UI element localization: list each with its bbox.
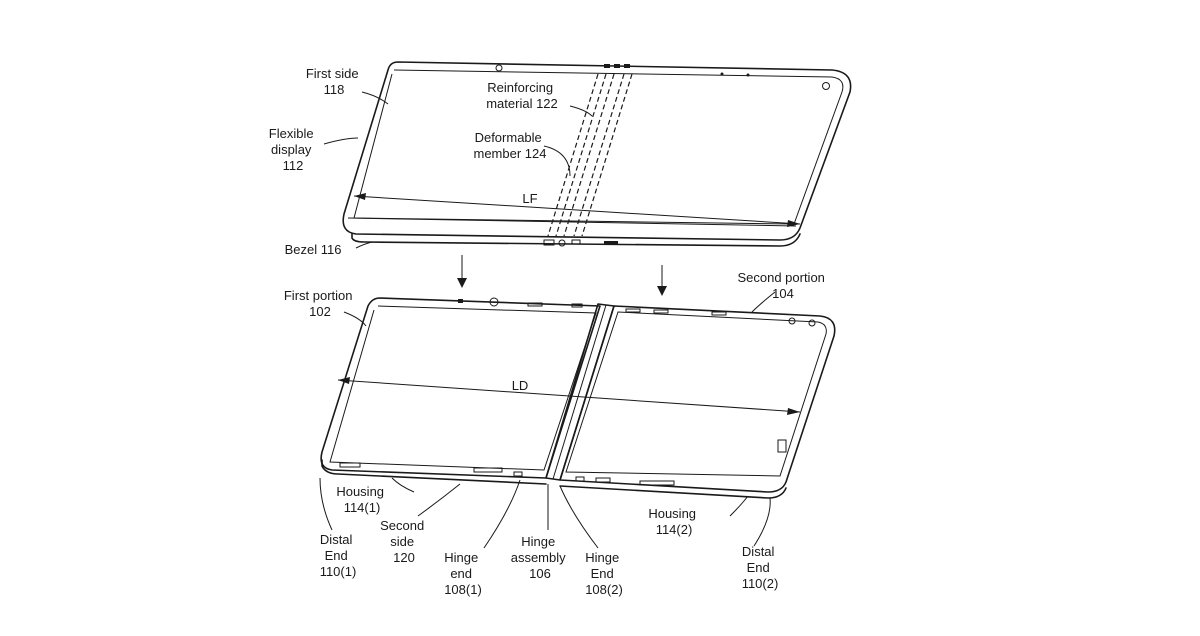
length-flexible-dimension: LF bbox=[353, 191, 801, 227]
label-deformable-member: Deformable member 124 bbox=[474, 130, 547, 161]
label-second-portion: Second portion 104 bbox=[737, 270, 828, 301]
label-hinge-end-1: Hinge end 108(1) bbox=[444, 550, 482, 597]
hinged-device bbox=[320, 297, 836, 499]
label-reinforcing-material: Reinforcing material 122 bbox=[486, 80, 558, 111]
length-flexible-label: LF bbox=[522, 191, 537, 206]
length-device-dimension: LD bbox=[337, 377, 801, 415]
length-device-text: LD bbox=[512, 378, 529, 393]
label-second-side: Second side 120 bbox=[380, 518, 428, 565]
length-device-label: LD bbox=[512, 378, 529, 393]
assembly-arrows bbox=[457, 255, 667, 296]
label-housing-2: Housing 114(2) bbox=[648, 506, 699, 537]
leader-lines bbox=[319, 91, 776, 549]
label-distal-end-2: Distal End 110(2) bbox=[742, 544, 779, 591]
label-housing-1: Housing 114(1) bbox=[336, 484, 387, 515]
flexible-display-panel bbox=[342, 61, 852, 247]
label-bezel: Bezel 116 bbox=[285, 242, 342, 257]
label-hinge-end-2: Hinge End 108(2) bbox=[585, 550, 623, 597]
label-first-side: First side 118 bbox=[306, 66, 362, 97]
label-hinge-assembly: Hinge assembly 106 bbox=[511, 534, 570, 581]
length-flexible-text: LF bbox=[522, 191, 537, 206]
labels: First side 118 Flexible display 112 Beze… bbox=[269, 66, 828, 597]
label-first-portion: First portion 102 bbox=[284, 288, 356, 319]
label-distal-end-1: Distal End 110(1) bbox=[320, 532, 357, 579]
reinforcing-material bbox=[547, 73, 633, 237]
label-flexible-display: Flexible display 112 bbox=[269, 126, 317, 173]
